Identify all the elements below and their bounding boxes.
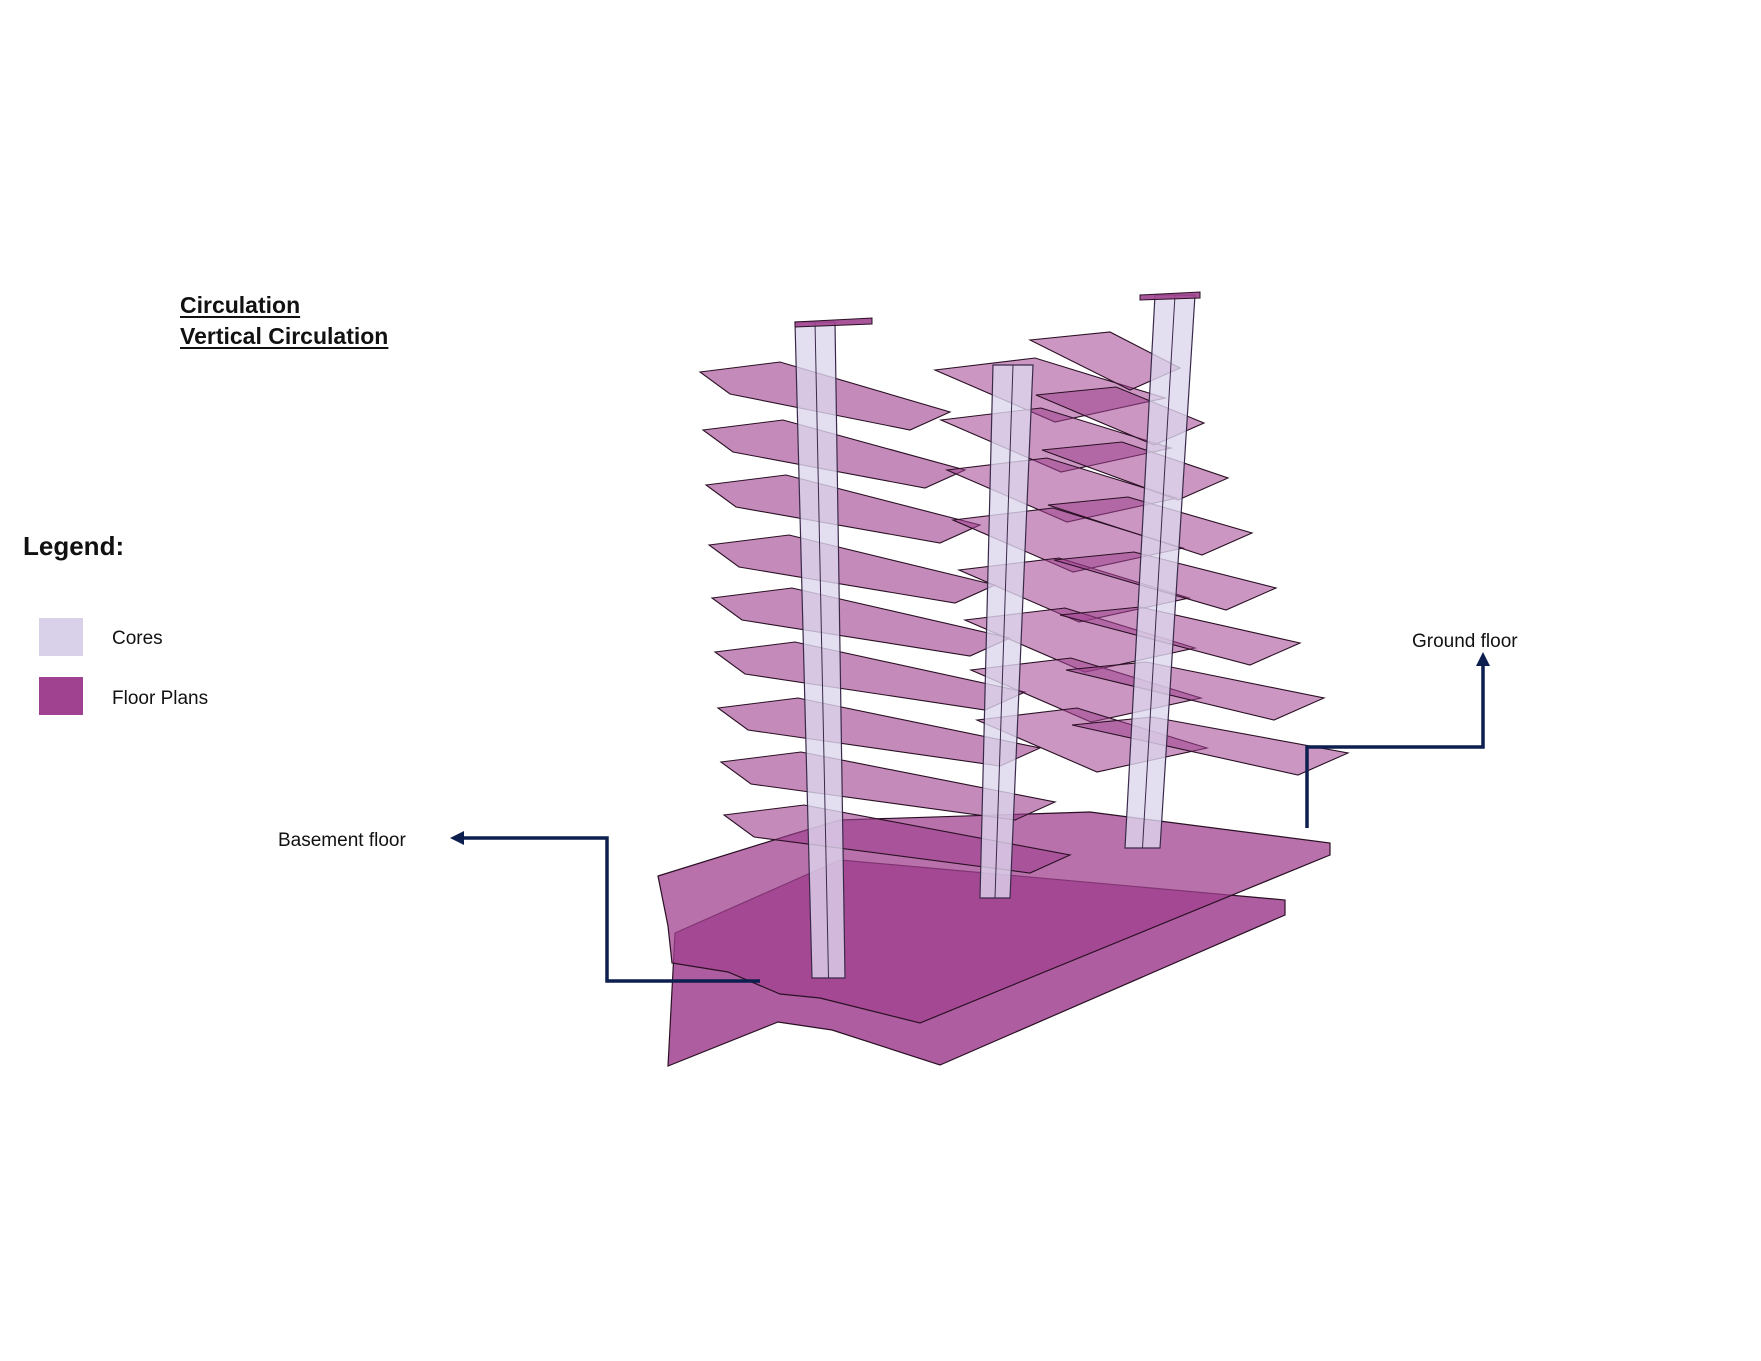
- right-floor-plate: [1065, 661, 1326, 721]
- core-edge: [814, 321, 829, 979]
- legend-swatch-floor-plans: [39, 677, 83, 715]
- legend-label-cores: Cores: [112, 628, 163, 649]
- right-floor-plate: [1059, 606, 1302, 666]
- basement-floor-arrowhead: [450, 831, 464, 845]
- ground-floor-arrow: [1305, 660, 1485, 828]
- roof-cap-right: [1139, 291, 1201, 301]
- ground-floor-arrowhead: [1476, 652, 1490, 666]
- upper-floor-plate: [716, 697, 1042, 767]
- legend-swatch-cores: [39, 618, 83, 656]
- annotation-arrows: [450, 652, 1490, 983]
- legend-heading: Legend:: [23, 531, 125, 561]
- title-circulation: Circulation: [180, 292, 301, 318]
- upper-floor-plate: [704, 474, 982, 544]
- title-vertical-circulation: Vertical Circulation: [180, 323, 389, 349]
- core-2: [979, 364, 1034, 899]
- core-edge: [994, 364, 1014, 899]
- core-edge: [1142, 294, 1176, 849]
- circulation-cores: [794, 291, 1201, 979]
- upper-floor-plate: [719, 751, 1057, 821]
- label-ground-floor: Ground floor: [1412, 631, 1518, 652]
- legend-label-floor-plans: Floor Plans: [112, 688, 209, 709]
- roof-cap-left: [794, 317, 873, 328]
- basement-floor-arrow: [460, 836, 760, 983]
- upper-floor-plate: [707, 534, 997, 604]
- label-basement-floor: Basement floor: [278, 830, 406, 851]
